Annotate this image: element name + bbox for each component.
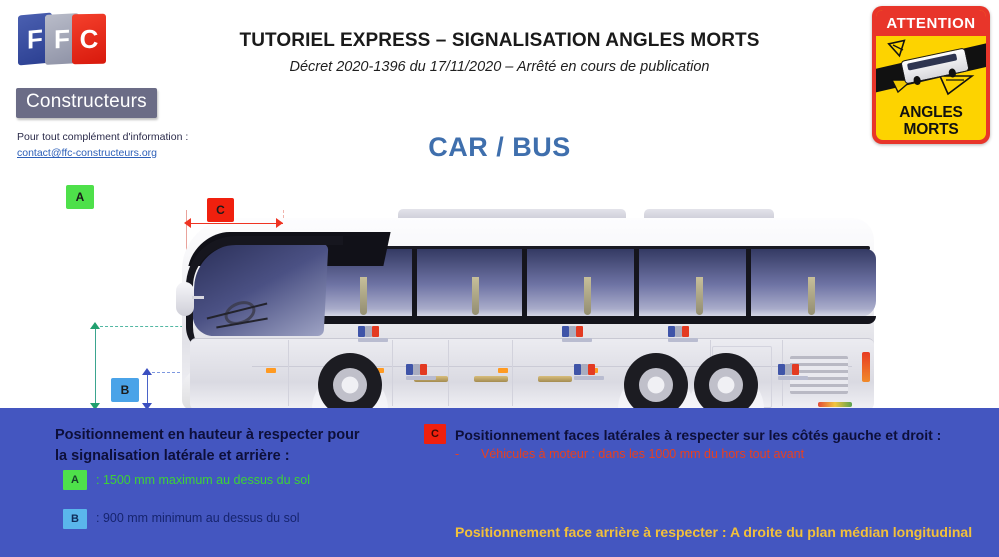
dimension-arrow-a-bottom — [90, 403, 100, 410]
mirror-arm — [192, 296, 204, 299]
rear-wheel-1 — [624, 353, 688, 417]
bus-body — [176, 218, 876, 411]
contact-label: Pour tout complément d'information : — [17, 131, 189, 143]
legend-rear-value: A droite du plan médian longitudinal — [729, 524, 973, 540]
legend-panel — [0, 408, 999, 557]
contact-email-link[interactable]: contact@ffc-constructeurs.org — [17, 147, 158, 159]
luggage-bay-divider — [392, 340, 393, 406]
angles-morts-sticker: ATTENTION ANGLES MORTS — [872, 6, 990, 144]
legend-rear-title: Positionnement face arrière à respecter … — [455, 524, 730, 540]
legend-badge-b: B — [63, 509, 87, 529]
rear-wheel-2 — [694, 353, 758, 417]
window-mullion — [634, 249, 639, 317]
luggage-bay-divider — [512, 340, 513, 406]
legend-text-b: : 900 mm minimum au dessus du sol — [96, 511, 300, 525]
side-mirror — [176, 282, 194, 316]
constructeurs-badge: Constructeurs — [16, 88, 157, 118]
legend-left-title-line1: Positionnement en hauteur à respecter po… — [55, 427, 360, 443]
luggage-handle — [538, 376, 572, 382]
window-mullion — [412, 249, 417, 317]
legend-right-title: Positionnement faces latérales à respect… — [455, 427, 942, 443]
dimension-line-b — [147, 372, 148, 410]
sticker-warning-triangles-icon — [887, 39, 975, 96]
bus-ffc-decal — [562, 326, 592, 342]
side-windows — [300, 249, 876, 324]
bus-ffc-decal — [406, 364, 436, 380]
sticker-bottom-text: ANGLES MORTS — [876, 104, 986, 138]
luggage-handle — [474, 376, 508, 382]
bus-ffc-decal — [358, 326, 388, 342]
dimension-arrow-c-right — [276, 218, 283, 228]
dimension-arrow-a-top — [90, 322, 100, 329]
diagram-badge-c: C — [207, 198, 234, 222]
legend-left-title-line2: la signalisation latérale et arrière : — [55, 448, 290, 464]
bus-illustration — [176, 204, 876, 417]
curtain — [696, 277, 703, 315]
window-mullion — [746, 249, 751, 317]
side-marker-lamp — [498, 368, 508, 373]
sticker-inner: ATTENTION ANGLES MORTS — [876, 10, 986, 140]
sticker-line-morts: MORTS — [903, 121, 959, 138]
curtain — [808, 277, 815, 315]
legend-bullet-text: Véhicules à moteur : dans les 1000 mm du… — [481, 447, 805, 461]
bus-ffc-decal — [668, 326, 698, 342]
dimension-line-a — [95, 326, 96, 410]
legend-right-bullet: - Véhicules à moteur : dans les 1000 mm … — [455, 447, 804, 461]
dimension-arrow-b-top — [142, 368, 152, 375]
diagram-badge-a: A — [66, 185, 94, 209]
bus-diagram — [0, 170, 999, 417]
legend-badge-c: C — [424, 424, 446, 444]
front-wheel — [318, 353, 382, 417]
side-marker-lamp — [266, 368, 276, 373]
legend-rear-line: Positionnement face arrière à respecter … — [455, 524, 972, 540]
legend-bullet-dash: - — [455, 447, 460, 461]
window-mullion — [522, 249, 527, 317]
dimension-line-c — [186, 223, 283, 224]
bus-ffc-decal — [778, 364, 808, 380]
rear-reflective-strip — [818, 402, 852, 407]
curtain — [360, 277, 367, 315]
page-subtitle: Décret 2020-1396 du 17/11/2020 – Arrêté … — [289, 59, 710, 75]
sticker-attention-label: ATTENTION — [876, 10, 986, 36]
dimension-arrow-c-left — [184, 218, 191, 228]
page-title: TUTORIEL EXPRESS – SIGNALISATION ANGLES … — [239, 30, 760, 51]
legend-left-title: Positionnement en hauteur à respecter po… — [55, 425, 455, 467]
roof-trim — [230, 246, 870, 250]
curtain — [584, 277, 591, 315]
dimension-arrow-b-bottom — [142, 403, 152, 410]
legend-text-a: : 1500 mm maximum au dessus du sol — [96, 473, 310, 487]
luggage-bay-divider — [448, 340, 449, 406]
sticker-illustration — [876, 36, 986, 104]
sticker-line-angles: ANGLES — [899, 104, 963, 121]
legend-badge-a: A — [63, 470, 87, 490]
engine-vent-grille — [790, 356, 848, 394]
diagram-badge-b: B — [111, 378, 139, 402]
tail-lamp — [862, 352, 870, 382]
bus-ffc-decal — [574, 364, 604, 380]
curtain — [472, 277, 479, 315]
skirt-line — [252, 366, 852, 367]
windshield-frame — [186, 236, 343, 353]
vehicle-type-heading: CAR / BUS — [428, 132, 571, 162]
luggage-bay-divider — [288, 340, 289, 406]
